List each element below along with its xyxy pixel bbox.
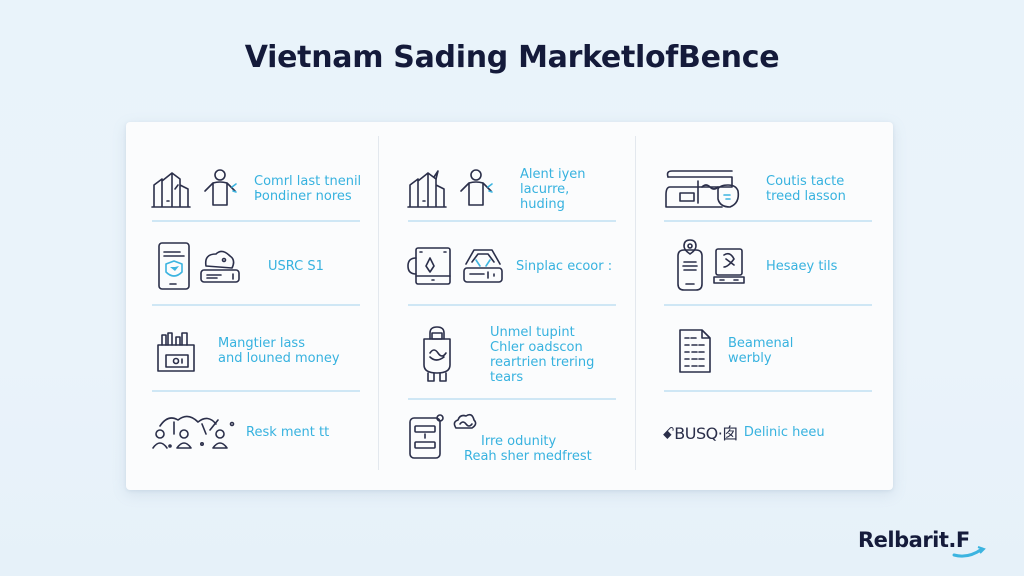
column-divider — [635, 136, 636, 470]
row-separator — [408, 398, 616, 400]
column-1: Comrl last tnenil Þondiner nores — [126, 122, 382, 490]
list-item: Alent iyen lacurre, huding — [406, 156, 618, 222]
column-divider — [378, 136, 379, 470]
buildings-icon — [407, 170, 447, 208]
buildings-icon — [151, 172, 191, 208]
list-item: Mangtier lass and louned money — [150, 310, 362, 392]
item-label: Unmel tupint Chler oadscon reartrien tre… — [490, 325, 595, 385]
row-separator — [408, 304, 616, 306]
page-title: Vietnam Sading MarketlofBence — [244, 40, 780, 75]
laptop-icon — [713, 248, 745, 284]
item-label: Alent iyen lacurre, huding — [520, 166, 586, 212]
tablet-shield-icon — [158, 242, 190, 290]
list-item: USRC S1 — [150, 226, 362, 306]
people-network-icon — [152, 415, 235, 449]
item-label: Delinic heeu — [743, 424, 825, 440]
item-label: Comrl last tnenil Þondiner nores — [254, 174, 362, 204]
person-icon — [204, 169, 237, 206]
device-card-icon — [409, 414, 444, 459]
list-item: Unmel tupint Chler oadscon reartrien tre… — [406, 310, 618, 400]
item-label: Beamenal werbly — [728, 336, 794, 366]
glyph-strip-icon: ꗃBUSQ·囱 — [662, 424, 738, 443]
content-panel: Comrl last tnenil Þondiner nores — [126, 122, 893, 490]
list-item: Hesaey tils — [662, 226, 874, 306]
list-item: Comrl last tnenil Þondiner nores — [150, 156, 362, 222]
item-label: USRC S1 — [268, 258, 324, 274]
list-item: Resk ment tt — [150, 402, 362, 462]
list-item: Coutis tacte treed lasson — [662, 156, 874, 222]
list-item: Sinplac ecoor : — [406, 226, 618, 306]
person-icon — [460, 169, 493, 206]
logo-swoosh-icon — [952, 546, 986, 558]
column-3: Coutis tacte treed lasson — [638, 122, 894, 490]
item-label: Sinplac ecoor : — [516, 258, 613, 274]
item-label: Coutis tacte treed lasson — [766, 174, 846, 204]
row-separator — [152, 304, 360, 306]
document-grid-icon — [679, 329, 711, 373]
row-separator — [664, 390, 872, 392]
cash-register-icon — [157, 332, 195, 372]
phone-pin-icon — [677, 239, 703, 291]
storefront-sign-icon — [665, 170, 740, 208]
lock-bag-icon — [423, 326, 451, 382]
row-separator — [152, 390, 360, 392]
item-label: Hesaey tils — [766, 258, 838, 274]
list-item: Beamenal werbly — [662, 310, 874, 392]
cloud-icon — [453, 413, 477, 429]
piggy-bank-icon — [200, 250, 240, 283]
row-separator — [664, 304, 872, 306]
row-separator — [664, 220, 872, 222]
row-separator — [408, 220, 616, 222]
brand-logo: Relbarit.F — [858, 528, 970, 552]
list-item: ꗃBUSQ·囱 Delinic heeu — [662, 402, 874, 462]
column-2: Alent iyen lacurre, huding — [382, 122, 638, 490]
item-label: Irre odunity Reah sher medfrest — [464, 434, 592, 464]
list-item: Irre odunity Reah sher medfrest — [406, 404, 618, 470]
mug-device-icon — [407, 247, 451, 285]
item-label: Resk ment tt — [246, 424, 330, 440]
router-icon — [463, 249, 503, 283]
item-label: Mangtier lass and louned money — [218, 336, 340, 366]
row-separator — [152, 220, 360, 222]
